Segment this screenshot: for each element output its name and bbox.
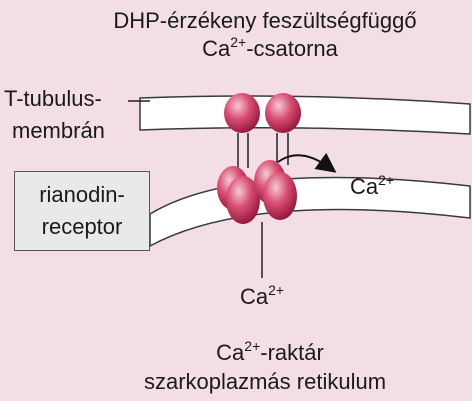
title-line1: DHP-érzékeny feszültségfüggő (60, 8, 470, 34)
ryanodine-receptor-box: rianodin- receptor (14, 171, 150, 251)
ca-release-arrow (278, 155, 330, 168)
ca-released-label: Ca2+ (350, 174, 394, 200)
store-line2: szarkoplazmás retikulum (60, 369, 470, 395)
title-channel: -csatorna (246, 36, 338, 61)
ryanodine-line1: rianodin- (15, 182, 149, 208)
store-rest: -raktár (260, 340, 324, 365)
ryr-right-front (263, 172, 297, 220)
title-ca: Ca (202, 36, 230, 61)
dhp-channel-right (265, 93, 301, 133)
ca-store-ion-label: Ca2+ (240, 284, 284, 310)
t-tubulus-membrane (140, 96, 470, 134)
store-ca-charge: 2+ (244, 338, 260, 354)
ca-store-ion: Ca (240, 284, 268, 309)
sr-membrane (150, 178, 470, 246)
ryanodine-line2: receptor (15, 214, 149, 240)
title-ca-charge: 2+ (230, 34, 246, 50)
store-ca: Ca (216, 340, 244, 365)
t-tubulus-label-line2: membrán (12, 118, 105, 144)
ca-released-charge: 2+ (378, 172, 394, 188)
ca-released-ion: Ca (350, 174, 378, 199)
ca-store-charge: 2+ (268, 282, 284, 298)
dhp-channel-left (224, 93, 260, 133)
title-line2: Ca2+-csatorna (120, 36, 420, 62)
store-line1: Ca2+-raktár (120, 340, 420, 366)
t-tubulus-label-line1: T-tubulus- (4, 86, 102, 112)
